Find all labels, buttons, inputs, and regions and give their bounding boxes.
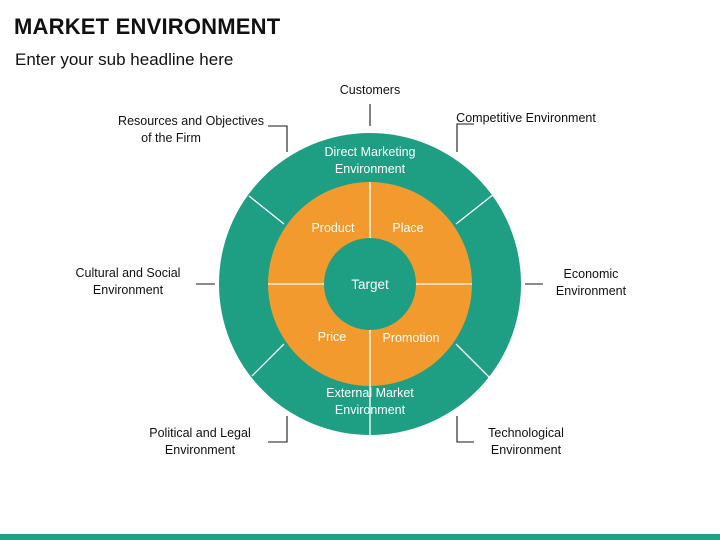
ring-top-label-line-2: Environment [335, 162, 406, 176]
customers-label: Customers [339, 83, 401, 97]
page-subtitle: Enter your sub headline here [15, 50, 234, 69]
connector-competitive [456, 123, 474, 152]
ring-bottom-label-line-1: External Market [326, 386, 414, 400]
target-label: Target [351, 277, 389, 292]
ring-separator-upper-right [455, 193, 495, 225]
connector-lines [196, 104, 543, 443]
product-label: Product [311, 221, 355, 235]
place-label: Place [392, 221, 423, 235]
economic-environment-label: Economic Environment [555, 267, 627, 298]
connector-political [268, 416, 288, 443]
ring-separators [248, 193, 495, 435]
competitive-environment-label: Competitive Environment [456, 111, 596, 125]
resources-objectives-label: Resources and Objectives of the Firm [118, 114, 264, 145]
connector-technological [456, 416, 474, 443]
target-circle [324, 238, 416, 330]
page-title: MARKET ENVIRONMENT [14, 14, 281, 39]
promotion-label: Promotion [383, 331, 440, 345]
bottom-accent-bar [0, 534, 720, 540]
connector-resources [268, 125, 288, 152]
ring-separator-lower-right [455, 343, 491, 379]
ring-bottom-label-line-2: Environment [335, 403, 406, 417]
cultural-social-label: Cultural and Social Environment [75, 266, 181, 297]
ring-separator-lower-left [251, 343, 285, 377]
technological-environment-label: Technological Environment [488, 426, 564, 457]
ring-top-label-line-1: Direct Marketing [325, 145, 416, 159]
political-legal-label: Political and Legal Environment [149, 426, 251, 457]
ring-separator-upper-left [248, 195, 285, 225]
price-label: Price [318, 330, 347, 344]
